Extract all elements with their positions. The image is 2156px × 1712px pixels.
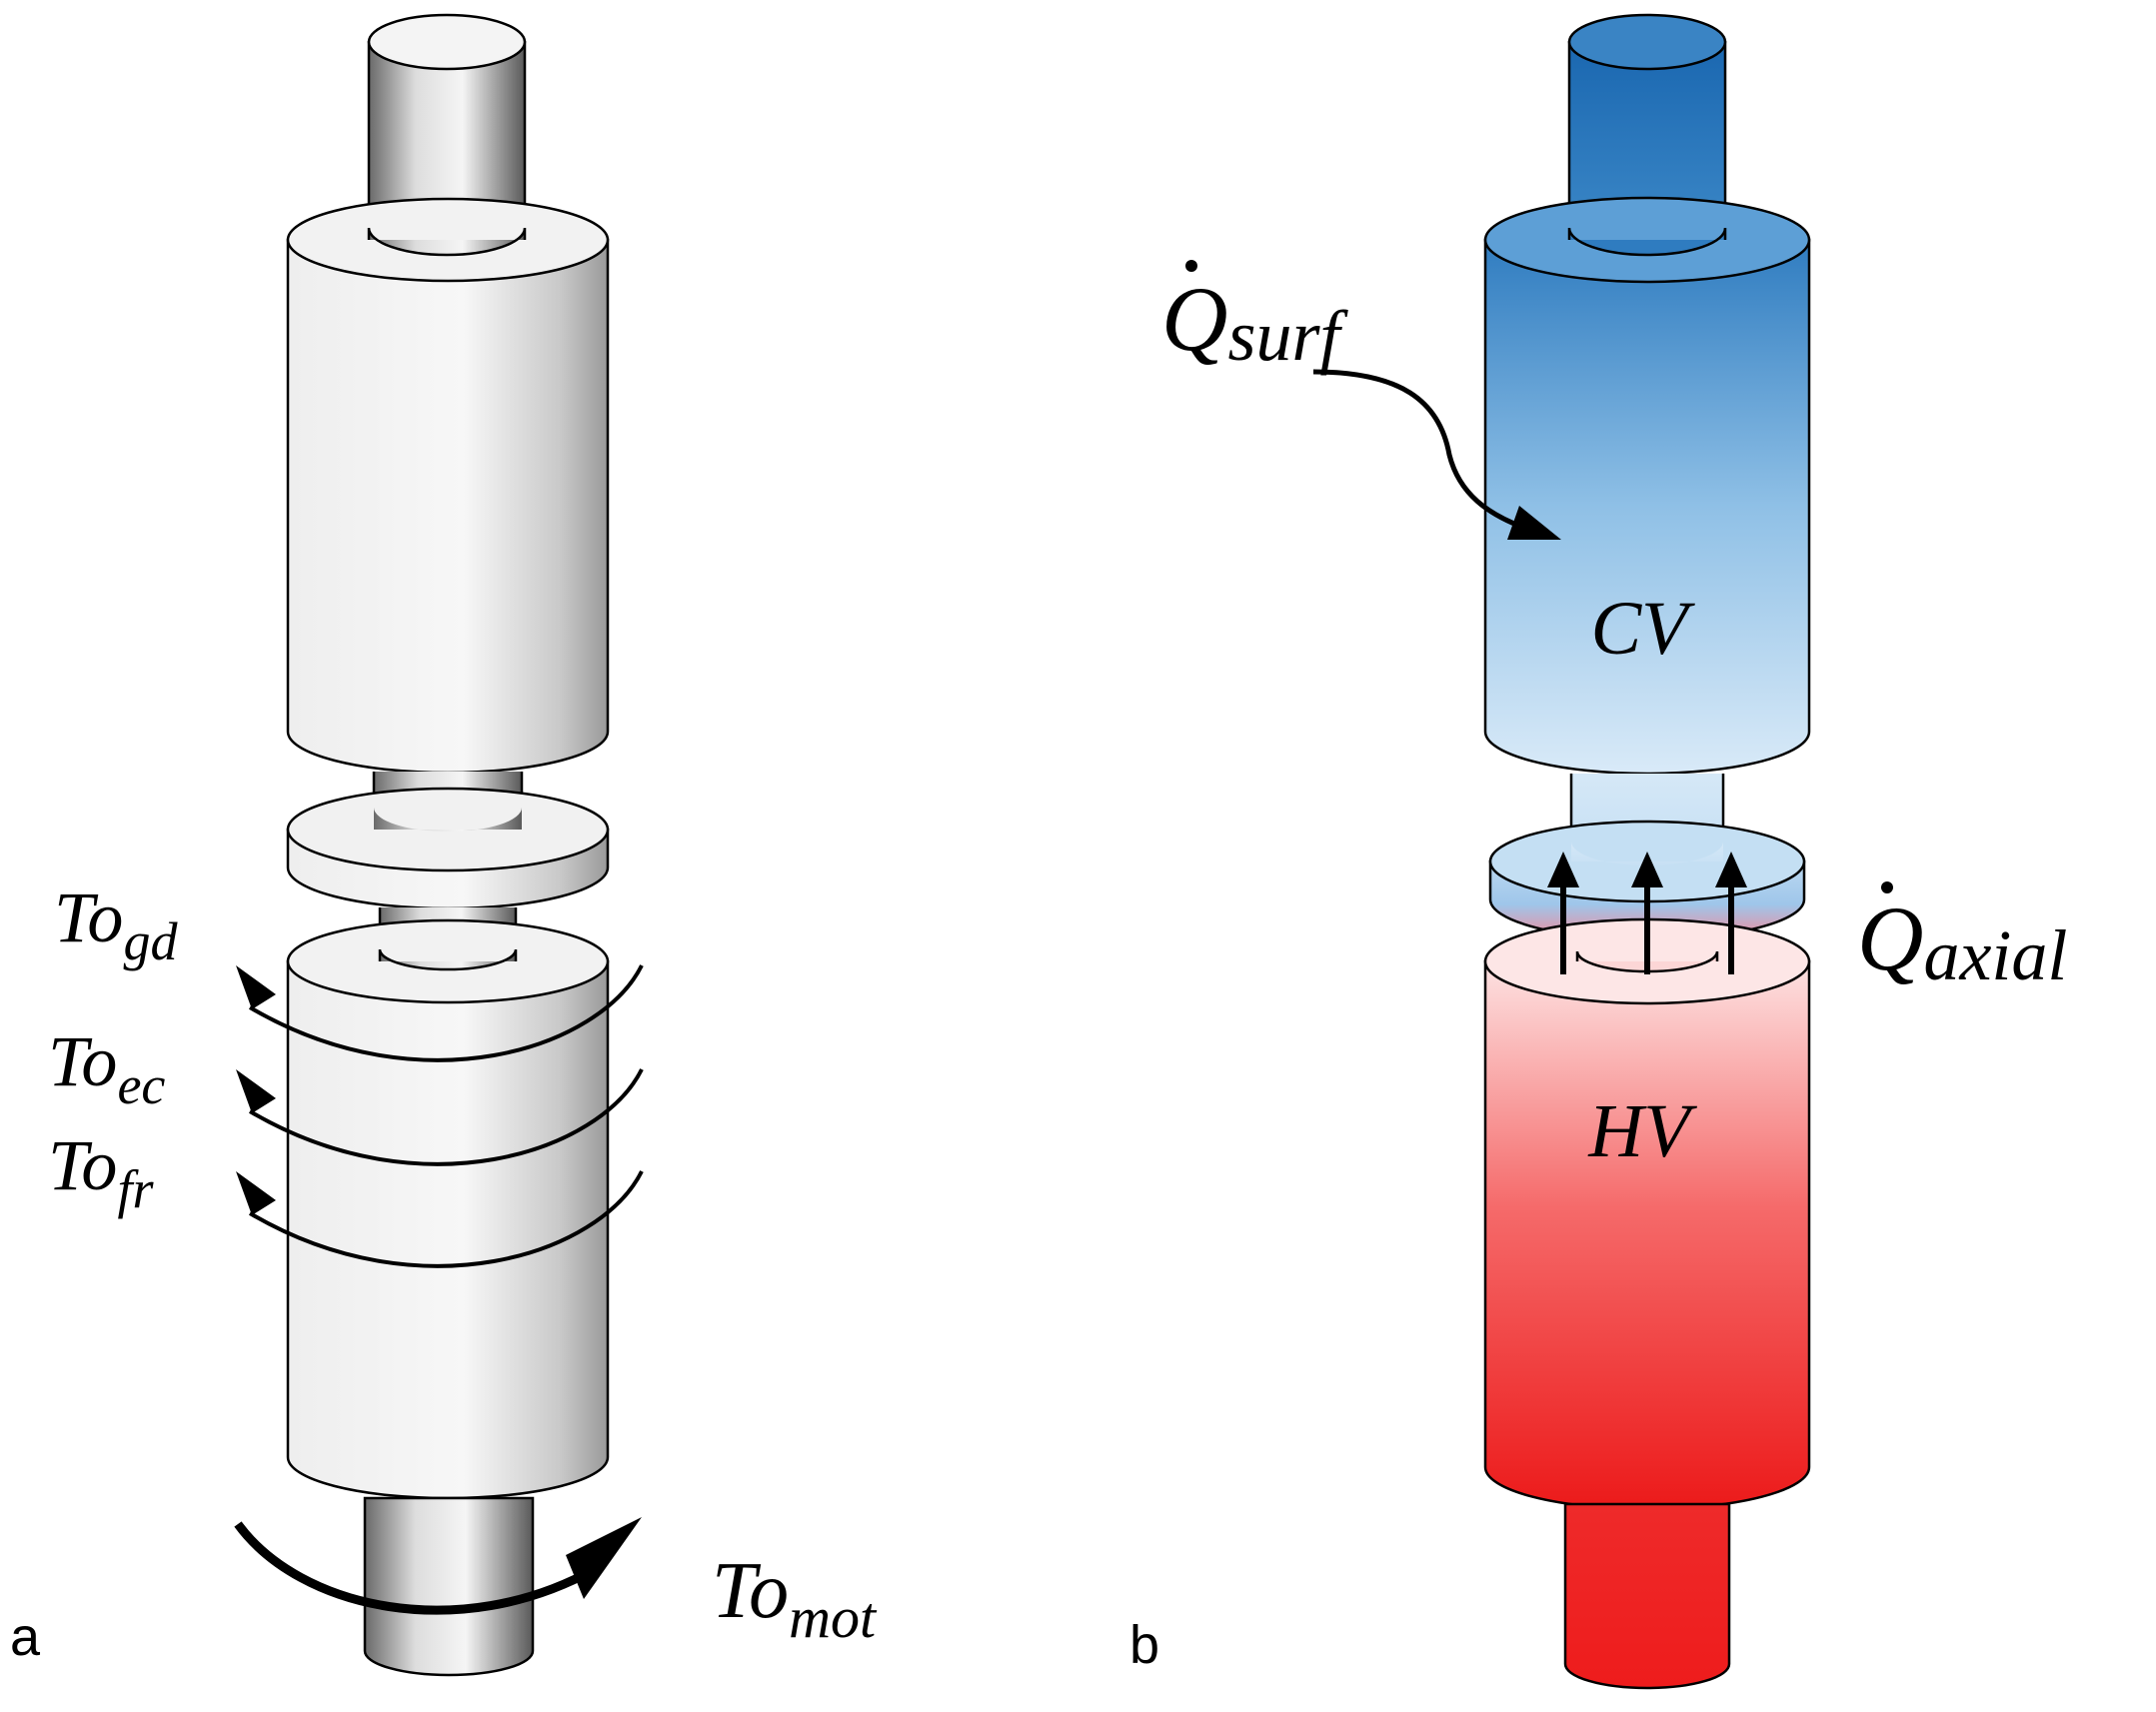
arrowhead-surface <box>1507 506 1561 540</box>
arrowhead-mot <box>566 1517 642 1599</box>
panel-a-drawing <box>286 13 610 1677</box>
hot-bottom-shaft <box>1563 1502 1731 1690</box>
q-axial-dot <box>1881 881 1893 893</box>
torque-ec-arrow <box>248 1068 644 1166</box>
axial-heat-arrows <box>1560 879 1734 974</box>
label-hv: HV <box>1587 1089 1697 1173</box>
hot-volume-body <box>1483 917 1811 1511</box>
label-q-axial: Qaxial <box>1857 887 2067 995</box>
motor-torque-arrow <box>234 1521 598 1615</box>
panel-b-drawing <box>1483 13 1811 1690</box>
arrowhead-axial-center <box>1631 852 1663 887</box>
label-to-ec: Toec <box>48 1021 165 1115</box>
torque-arrows <box>234 964 644 1615</box>
bottom-shaft <box>363 1496 535 1677</box>
arrowhead-axial-left <box>1547 852 1579 887</box>
arrowhead-ec <box>236 1069 276 1113</box>
top-shaft <box>367 13 527 230</box>
torque-gd-arrow <box>248 964 644 1062</box>
panel-a-label: a <box>10 1607 41 1667</box>
cold-top-shaft <box>1567 13 1727 230</box>
lower-cylinder <box>286 918 610 1500</box>
axial-arrowheads <box>1547 852 1747 887</box>
label-q-surf: Qsurf <box>1161 268 1348 376</box>
arrowheads-a <box>236 965 642 1599</box>
label-to-gd: Togd <box>54 877 178 971</box>
q-surf-dot <box>1185 260 1197 272</box>
label-to-fr: Tofr <box>48 1125 154 1219</box>
middle-disk <box>286 787 610 910</box>
arrowhead-gd <box>236 965 276 1009</box>
upper-cylinder <box>286 197 610 775</box>
panel-b-label: b <box>1129 1615 1159 1675</box>
label-to-mot: Tomot <box>712 1547 878 1650</box>
surface-heat-arrow <box>1312 369 1525 531</box>
torque-fr-arrow <box>248 1170 644 1268</box>
arrowhead-axial-right <box>1715 852 1747 887</box>
arrowhead-fr <box>236 1171 276 1215</box>
cold-volume-body <box>1483 196 1811 776</box>
label-cv: CV <box>1590 587 1695 671</box>
